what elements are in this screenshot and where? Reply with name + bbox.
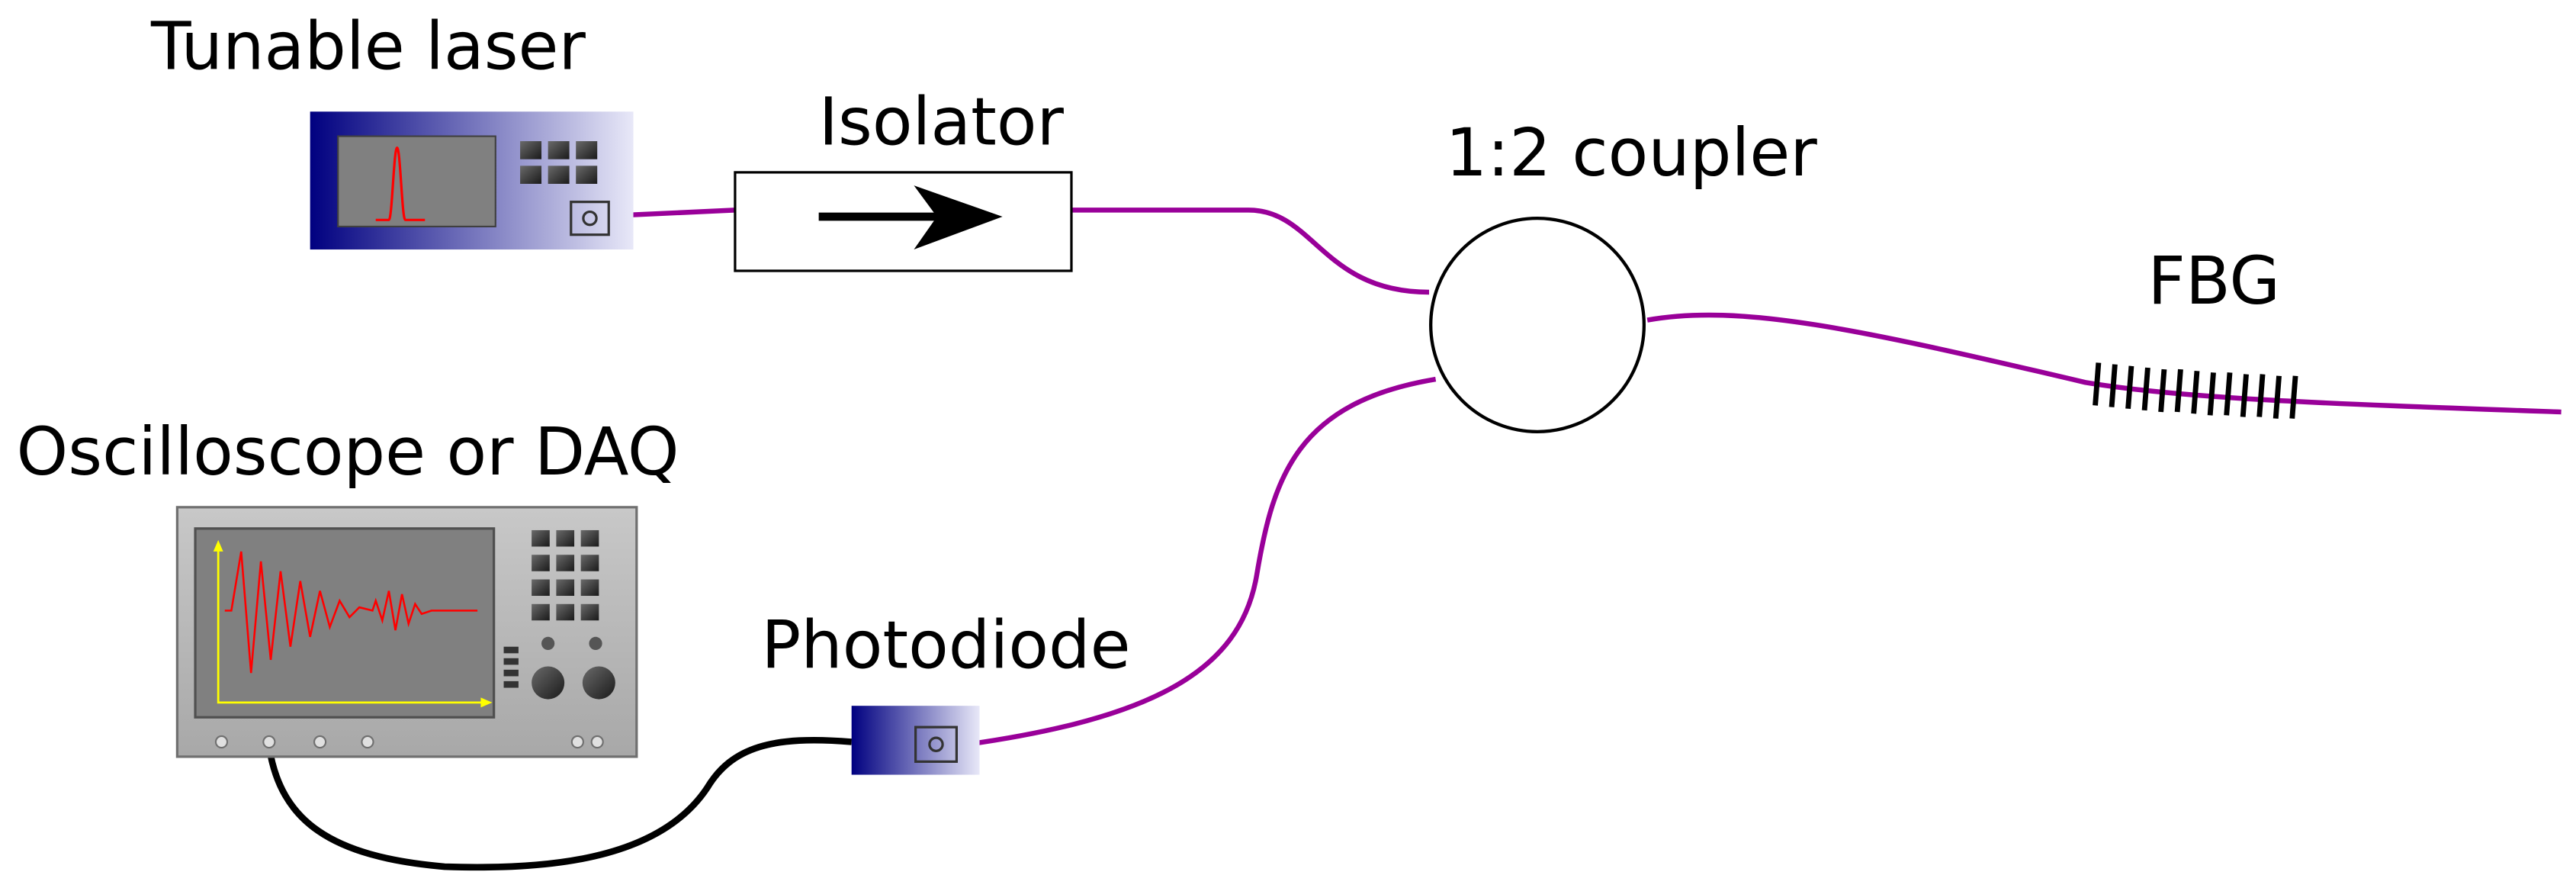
label-tunable-laser: Tunable laser: [150, 8, 586, 85]
oscilloscope-small-knob-left: [541, 636, 555, 651]
oscilloscope-input-connectors: [214, 735, 604, 749]
oscilloscope-screen: [194, 527, 496, 719]
isolator-box: [734, 171, 1073, 272]
oscilloscope-keypad: [532, 529, 599, 621]
label-isolator: Isolator: [819, 84, 1065, 160]
cable-photodiode-oscilloscope: [265, 737, 853, 871]
label-oscilloscope: Oscilloscope or DAQ: [17, 414, 679, 491]
label-fbg: FBG: [2147, 243, 2280, 320]
oscilloscope-knob-right: [582, 666, 615, 700]
fiber-coupler-fbg: [1646, 312, 2562, 415]
photodiode: [851, 706, 980, 775]
oscilloscope-ringdown-trace: [224, 551, 478, 674]
laser-output-port: [570, 201, 610, 236]
coupler-circle: [1429, 217, 1646, 434]
laser-keypad: [520, 141, 598, 184]
isolator-arrow-head: [914, 185, 1003, 250]
laser-peak-trace: [375, 146, 426, 221]
oscilloscope-y-arrow: [213, 539, 223, 552]
oscilloscope-side-buttons: [503, 646, 519, 688]
oscilloscope-small-knob-right: [589, 636, 602, 651]
photodiode-port: [914, 726, 958, 763]
isolator: [734, 171, 1073, 272]
label-photodiode: Photodiode: [761, 608, 1130, 684]
oscilloscope-x-axis: [217, 546, 490, 704]
fiber-coupler-photodiode: [936, 376, 1437, 751]
fiber-isolator-coupler: [1071, 208, 1430, 295]
oscilloscope: [175, 506, 638, 758]
oscilloscope-x-arrow: [480, 697, 493, 708]
tunable-laser: [310, 111, 634, 250]
laser-output-port-connector: [582, 210, 598, 227]
label-coupler: 1:2 coupler: [1446, 115, 1818, 191]
oscilloscope-knob-left: [532, 666, 565, 700]
photodiode-port-connector: [928, 736, 944, 752]
laser-screen: [337, 135, 496, 227]
fbg-grating: [2093, 362, 2298, 419]
